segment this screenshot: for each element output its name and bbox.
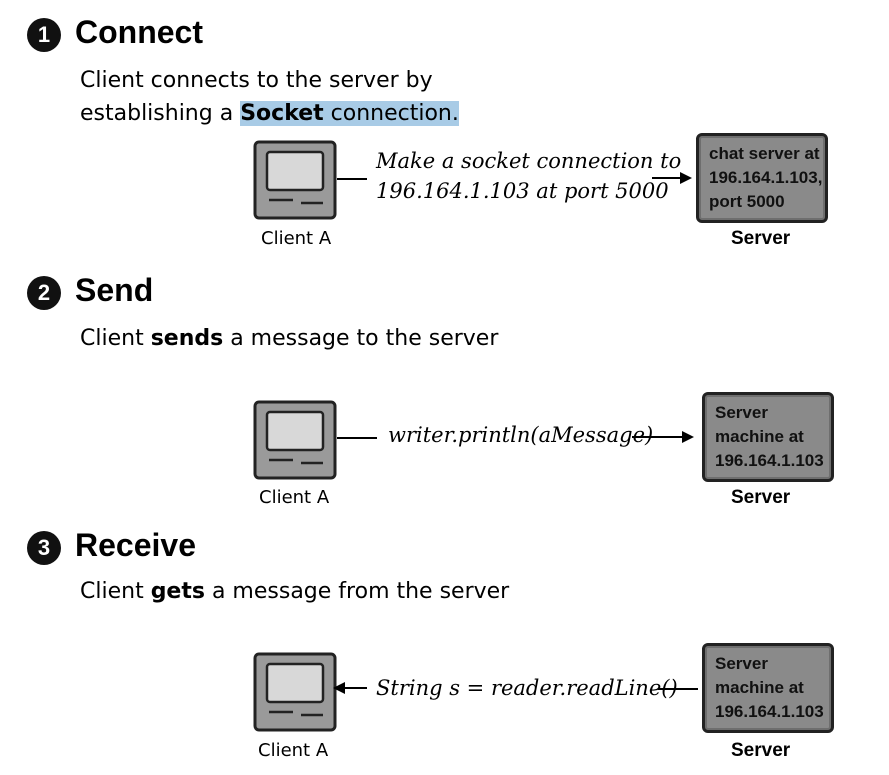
server-text: Server machine at 196.164.1.103: [715, 403, 824, 470]
server-text: Server machine at 196.164.1.103: [715, 654, 824, 721]
client-computer-icon: [253, 652, 337, 732]
step-number-badge: 1: [27, 18, 61, 52]
step-title: Receive: [75, 527, 196, 563]
server-text: chat server at 196.164.1.103, port 5000: [709, 144, 823, 211]
description-bold-term: gets: [150, 579, 205, 604]
step-description: Client sends a message to the server: [80, 322, 498, 355]
step-number-badge: 3: [27, 531, 61, 565]
description-text: Client: [80, 326, 151, 351]
client-computer-icon: [253, 400, 337, 480]
step-title: Connect: [75, 14, 203, 50]
description-text: a message to the server: [223, 326, 499, 351]
description-line: Client connects to the server by: [80, 68, 433, 93]
server-box: Server machine at 196.164.1.103: [702, 643, 834, 733]
step-number-badge: 2: [27, 276, 61, 310]
right-arrow-icon: [652, 172, 692, 184]
server-box: chat server at 196.164.1.103, port 5000: [696, 133, 828, 223]
client-label: Client A: [261, 228, 332, 249]
right-arrow-icon: [632, 431, 694, 443]
connector-line: [337, 437, 377, 439]
client-label: Client A: [259, 487, 330, 508]
description-text: Client: [80, 579, 151, 604]
message-line: Make a socket connection to: [376, 149, 682, 173]
message-line: 196.164.1.103 at port 5000: [376, 179, 669, 203]
description-bold-term: Socket: [240, 101, 324, 126]
connection-message: Make a socket connection to 196.164.1.10…: [376, 146, 681, 206]
send-message: writer.println(aMessage): [388, 423, 654, 447]
step-description: Client connects to the server by establi…: [80, 64, 459, 130]
left-arrow-icon: [333, 682, 367, 694]
description-bold-term: sends: [150, 326, 224, 351]
step-title: Send: [75, 272, 154, 308]
receive-message: String s = reader.readLine(): [376, 676, 678, 700]
description-text: establishing a: [80, 101, 241, 126]
client-label: Client A: [258, 740, 329, 761]
server-label: Server: [731, 228, 791, 249]
connector-line: [337, 178, 367, 180]
client-computer-icon: [253, 140, 337, 220]
server-label: Server: [731, 740, 791, 761]
description-text: connection.: [323, 101, 459, 126]
description-text: a message from the server: [204, 579, 510, 604]
server-box: Server machine at 196.164.1.103: [702, 392, 834, 482]
server-label: Server: [731, 487, 791, 508]
connector-line: [658, 688, 698, 690]
step-description: Client gets a message from the server: [80, 575, 509, 608]
